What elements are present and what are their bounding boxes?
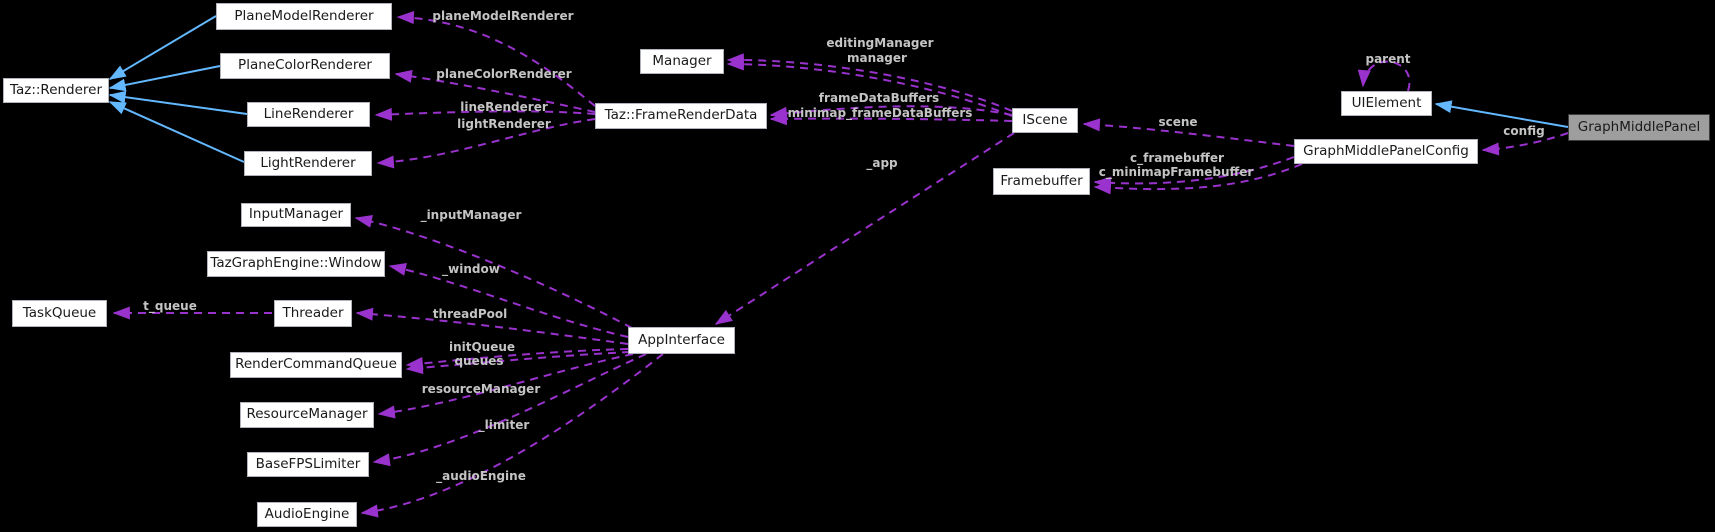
node-label: AppInterface	[638, 331, 725, 348]
edge-minimap-frameDataBuffers	[769, 112, 1013, 126]
node-label: GraphMiddlePanelConfig	[1303, 142, 1469, 159]
node-label: IScene	[1022, 111, 1068, 128]
node-label: BaseFPSLimiter	[255, 455, 361, 472]
edge-limiter	[372, 353, 647, 467]
node-label: Taz::Renderer	[9, 81, 103, 98]
edge-window	[388, 262, 629, 338]
edge-scene	[1082, 118, 1295, 147]
node-label: LightRenderer	[260, 154, 356, 171]
edge-manager	[726, 57, 1013, 117]
node-label: Taz::FrameRenderData	[604, 107, 758, 124]
node-label: Manager	[652, 52, 712, 69]
node-audio-engine[interactable]: AudioEngine	[257, 502, 357, 527]
edge-label-editingManager: editingManager	[826, 36, 934, 50]
node-app-interface[interactable]: AppInterface	[628, 327, 735, 354]
edge-c-framebuffer	[1093, 156, 1295, 190]
edge-label-manager: manager	[847, 51, 907, 65]
inherit-light-renderer	[108, 101, 245, 163]
edge-label-minimap-frameDataBuffers: minimap_frameDataBuffers	[787, 106, 973, 120]
node-label: AudioEngine	[264, 505, 350, 522]
edge-label-queues: queues	[454, 354, 504, 368]
node-plane-model-renderer[interactable]: PlaneModelRenderer	[216, 3, 392, 30]
inherit-planemodel-renderer	[108, 15, 217, 80]
edge-label-threadPool: threadPool	[432, 307, 508, 321]
node-framebuffer[interactable]: Framebuffer	[993, 168, 1090, 195]
node-threader[interactable]: Threader	[274, 300, 352, 327]
node-label: ResourceManager	[246, 406, 368, 423]
node-label: InputManager	[248, 206, 344, 223]
edge-config	[1481, 132, 1569, 156]
edge-frameDataBuffers	[769, 105, 1013, 120]
edge-label-t-queue: t_queue	[143, 299, 197, 313]
node-iscene[interactable]: IScene	[1012, 108, 1078, 133]
edge-c-minimapFramebuffer	[1093, 163, 1303, 195]
node-label: PlaneColorRenderer	[238, 57, 372, 74]
node-light-renderer[interactable]: LightRenderer	[244, 151, 372, 176]
node-render-command-queue[interactable]: RenderCommandQueue	[230, 352, 402, 378]
inherit-line-renderer	[108, 90, 248, 115]
edge-label-resourceManager: resourceManager	[421, 382, 541, 396]
edge-planeModelRenderer	[396, 11, 596, 107]
node-line-renderer[interactable]: LineRenderer	[247, 102, 370, 127]
edge-label-c-minimapFramebuffer: c_minimapFramebuffer	[1098, 165, 1254, 179]
node-window[interactable]: TazGraphEngine::Window	[207, 251, 385, 277]
edge-app	[714, 132, 1015, 325]
node-graph-middle-panel: GraphMiddlePanel	[1568, 114, 1710, 141]
node-label: LineRenderer	[263, 105, 354, 122]
edge-queues	[405, 351, 631, 375]
edge-initQueue	[405, 348, 629, 370]
node-label: UIElement	[1351, 94, 1422, 111]
edge-label-c-framebuffer: c_framebuffer	[1130, 151, 1224, 165]
edge-label-limiter: _limiter	[478, 418, 530, 432]
node-graph-middle-panel-config[interactable]: GraphMiddlePanelConfig	[1294, 139, 1478, 164]
node-frame-render-data[interactable]: Taz::FrameRenderData	[595, 103, 767, 129]
edge-threadPool	[355, 307, 629, 345]
edge-label-window: _window	[442, 262, 500, 276]
edge-label-app: _app	[866, 156, 898, 170]
node-taz-renderer[interactable]: Taz::Renderer	[3, 78, 109, 103]
inherit-planecolor-renderer	[108, 65, 221, 92]
node-label: TazGraphEngine::Window	[210, 255, 382, 272]
node-task-queue[interactable]: TaskQueue	[12, 300, 107, 327]
edge-label-scene: scene	[1158, 115, 1198, 129]
node-ui-element[interactable]: UIElement	[1341, 91, 1432, 116]
edge-label-inputManager: _inputManager	[420, 208, 522, 222]
edge-label-config: config	[1503, 124, 1545, 138]
inherit-graphmiddlepanel-uielement	[1434, 100, 1569, 128]
edge-planeColorRenderer	[394, 69, 596, 113]
edge-label-audioEngine: _audioEngine	[436, 469, 526, 483]
edge-label-planeColorRenderer: planeColorRenderer	[436, 67, 572, 81]
edge-resourceManager	[377, 353, 634, 419]
node-label: GraphMiddlePanel	[1577, 118, 1701, 135]
edge-editingManager	[726, 53, 1013, 112]
node-plane-color-renderer[interactable]: PlaneColorRenderer	[220, 53, 390, 79]
node-resource-manager[interactable]: ResourceManager	[240, 402, 374, 428]
edge-label-parent: parent	[1365, 52, 1411, 66]
node-label: PlaneModelRenderer	[234, 7, 374, 24]
node-label: RenderCommandQueue	[235, 356, 397, 373]
edge-audioEngine	[360, 353, 664, 518]
node-label: TaskQueue	[22, 304, 97, 321]
node-label: Threader	[282, 304, 344, 321]
node-label: Framebuffer	[1000, 172, 1083, 189]
edge-label-planeModelRenderer: planeModelRenderer	[432, 9, 574, 23]
node-manager[interactable]: Manager	[640, 49, 724, 74]
node-base-fps-limiter[interactable]: BaseFPSLimiter	[247, 452, 369, 477]
edge-label-initQueue: initQueue	[448, 340, 516, 354]
node-input-manager[interactable]: InputManager	[241, 203, 351, 227]
edge-label-lineRenderer: lineRenderer	[460, 100, 548, 114]
edge-label-lightRenderer: lightRenderer	[457, 117, 551, 131]
edge-inputManager	[354, 214, 633, 329]
edge-label-frameDataBuffers: frameDataBuffers	[818, 91, 940, 105]
